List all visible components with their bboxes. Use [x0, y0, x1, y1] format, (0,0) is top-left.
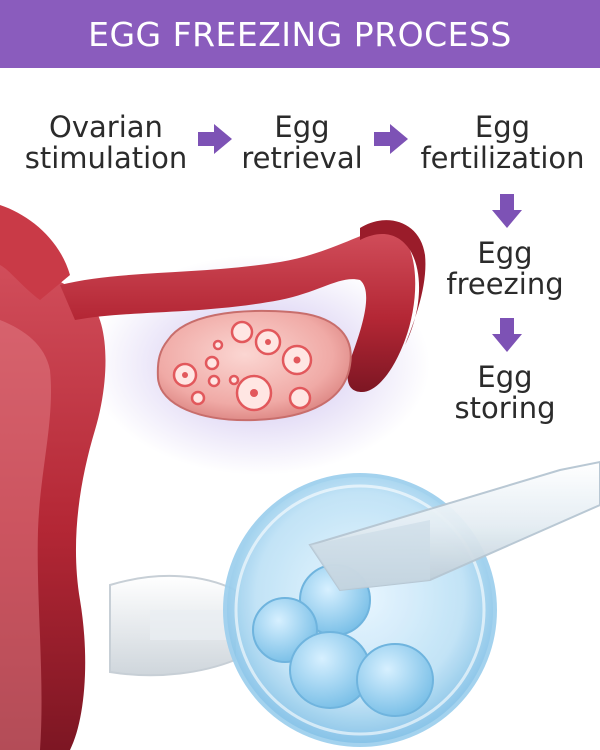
- fallopian-tube: [60, 228, 416, 392]
- step-egg-storing: Egg storing: [435, 362, 575, 424]
- page-title: EGG FREEZING PROCESS: [88, 14, 512, 54]
- step-egg-fertilization: Egg fertilization: [410, 112, 595, 174]
- step-line-2: fertilization: [420, 141, 585, 175]
- fimbriae: [360, 220, 426, 345]
- step-line-1: Ovarian: [49, 110, 163, 144]
- step-line-2: retrieval: [241, 141, 363, 175]
- step-line-1: Egg: [477, 360, 533, 394]
- uterus-cavity: [0, 320, 52, 750]
- step-egg-freezing: Egg freezing: [435, 238, 575, 300]
- arrow-down-icon: [492, 318, 522, 352]
- step-egg-retrieval: Egg retrieval: [232, 112, 372, 174]
- step-line-2: freezing: [446, 267, 564, 301]
- title-banner: EGG FREEZING PROCESS: [0, 0, 600, 68]
- step-line-1: Egg: [477, 236, 533, 270]
- step-ovarian-stimulation: Ovarian stimulation: [15, 112, 197, 174]
- arrow-right-icon: [198, 124, 232, 154]
- step-line-1: Egg: [274, 110, 330, 144]
- inner-cells: [252, 564, 434, 717]
- step-line-1: Egg: [474, 110, 531, 144]
- step-line-2: storing: [454, 391, 556, 425]
- step-line-2: stimulation: [24, 141, 188, 175]
- arrow-down-icon: [492, 194, 522, 228]
- arrow-right-icon: [374, 124, 408, 154]
- uterus-top: [0, 205, 70, 300]
